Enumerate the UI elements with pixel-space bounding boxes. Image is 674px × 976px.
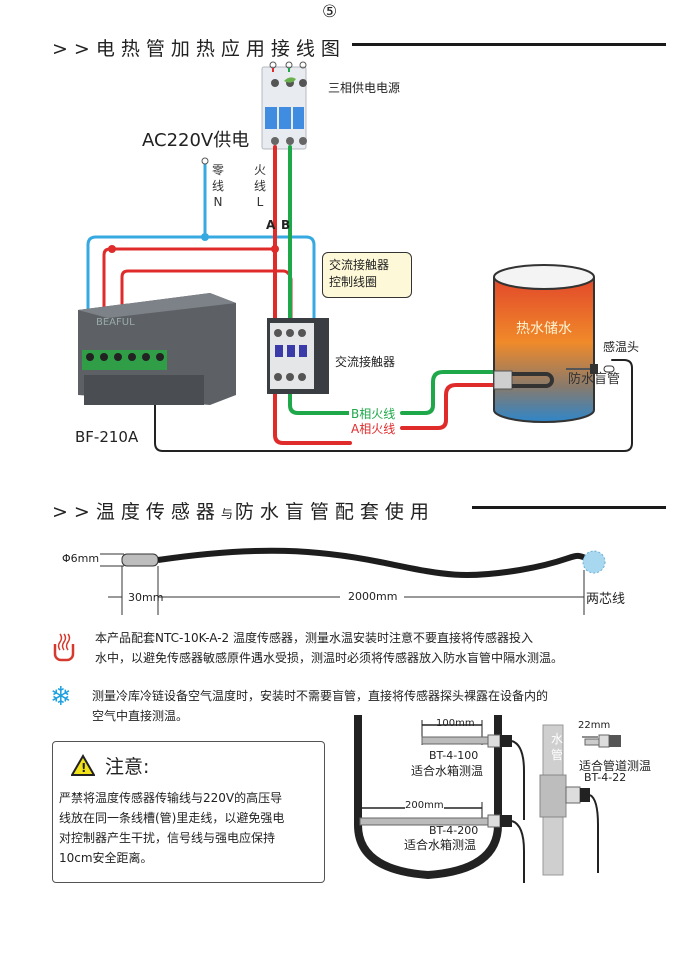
- warning-text: 严禁将温度传感器传输线与220V的高压导 线放在同一条线槽(管)里走线，以避免强…: [59, 791, 285, 865]
- diameter-label: Φ6mm: [62, 552, 100, 565]
- contactor-label: 交流接触器: [335, 355, 396, 369]
- probe-length-label: 30mm: [128, 591, 164, 604]
- tube-100-usage: 适合水箱测温: [411, 764, 484, 778]
- tank-label: 热水储水: [516, 321, 572, 337]
- hot-water-tank: [493, 264, 615, 423]
- page-number: ⑤: [322, 2, 338, 22]
- warning-icon: !: [70, 754, 96, 780]
- sensor-wire: [154, 359, 633, 452]
- live-wire-a: [273, 145, 352, 445]
- tube-200-usage: 适合水箱测温: [404, 838, 477, 852]
- tube-200-model: BT-4-200: [429, 824, 479, 837]
- core-label: 两芯线: [586, 592, 626, 607]
- svg-text:BEAFUL: BEAFUL: [96, 317, 135, 328]
- cable-length-label: 2000mm: [348, 590, 398, 603]
- supply-label: AC220V供电: [142, 130, 250, 151]
- ac-contactor: [267, 318, 329, 394]
- waterproof-tube-label: 防水盲管: [568, 372, 621, 387]
- controller-model-label: BF-210A: [75, 428, 139, 446]
- warning-title: 注意:: [105, 756, 150, 778]
- warning-box: ! 注意: 严禁将温度传感器传输线与220V的高压导 线放在同一条线槽(管)里走…: [52, 741, 325, 883]
- tube-200-length: 200mm: [405, 800, 444, 811]
- sensor-head-label: 感温头: [603, 340, 640, 354]
- wiring-diagram: BEAFUL: [78, 61, 633, 452]
- section-title-sensor: >>温度传感器与防水盲管配套使用: [52, 501, 435, 523]
- note-air-temp: 测量冷库冷链设备空气温度时，安装时不需要盲管，直接将传感器探头裸露在设备内的 空…: [92, 689, 549, 723]
- section-title-wiring: >>电热管加热应用接线图: [52, 38, 346, 60]
- svg-text:!: !: [81, 761, 86, 775]
- tube-22-length: 22mm: [578, 720, 611, 731]
- section-rule: [472, 506, 666, 509]
- a-phase-wire-label: A相火线: [349, 420, 398, 437]
- phase-b-label: B: [281, 218, 291, 232]
- three-phase-breaker: [261, 61, 307, 150]
- sensor-cable-diagram: [100, 547, 606, 615]
- tube-22-usage: 适合管道测温: [579, 759, 652, 773]
- tube-100-model: BT-4-100: [429, 749, 479, 762]
- controller-bf-210a: BEAFUL: [78, 293, 236, 405]
- snowflake-icon: ❄: [50, 682, 72, 712]
- note-water-temp: 本产品配套NTC-10K-A-2 温度传感器，测量水温安装时注意不要直接将传感器…: [95, 631, 564, 665]
- live-wire-b: [288, 145, 352, 415]
- contactor-coil-callout: 交流接触器 控制线圈: [322, 252, 412, 298]
- tube-22-model: BT-4-22: [584, 771, 627, 784]
- hot-water-icon: [52, 630, 76, 666]
- section-rule: [352, 43, 666, 46]
- power-source-label: 三相供电电源: [328, 81, 401, 95]
- pipe-label: 水管: [550, 732, 563, 762]
- waterproof-tube-diagram: [354, 715, 621, 883]
- phase-a-label: A: [266, 218, 276, 232]
- tube-100-length: 100mm: [436, 718, 475, 729]
- b-phase-wire-label: B相火线: [349, 405, 398, 422]
